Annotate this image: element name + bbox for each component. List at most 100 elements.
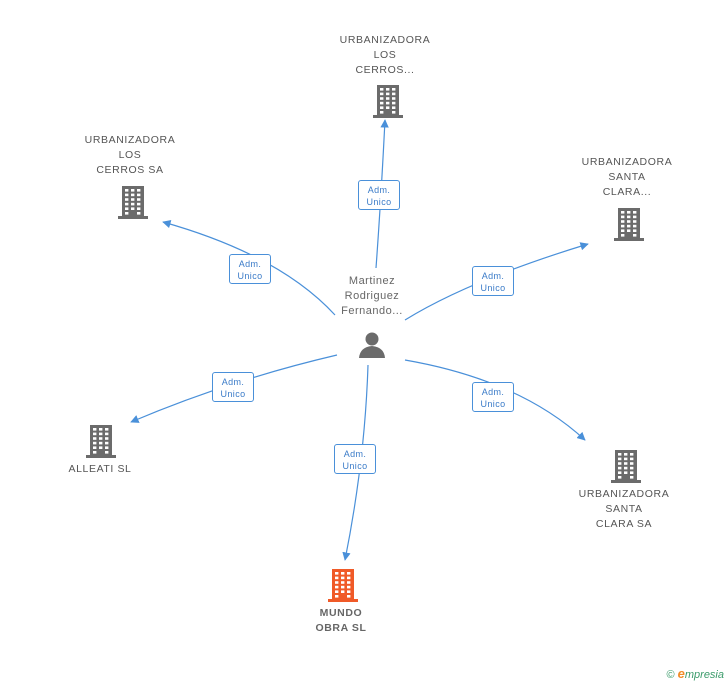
company-label-left[interactable]: ALLEATI SL: [25, 462, 175, 477]
building-window: [621, 215, 625, 219]
building-window: [341, 585, 345, 589]
relation-role: Adm.: [481, 387, 505, 397]
relation-badge-top[interactable]: Adm. Unico: [358, 180, 400, 210]
building-window: [386, 106, 390, 109]
building-window: [347, 572, 351, 575]
empresia-logo[interactable]: ©empresia: [667, 666, 724, 681]
building-window: [105, 428, 109, 431]
building-window: [624, 457, 628, 461]
building-base: [86, 455, 116, 458]
building-window: [633, 220, 637, 223]
building-window: [630, 466, 634, 470]
building-window: [386, 101, 390, 105]
building-window: [624, 471, 628, 474]
relation-type: Unico: [480, 399, 506, 409]
building-icon[interactable]: [614, 207, 644, 241]
building-window: [93, 428, 97, 431]
relation-badge-lower-right[interactable]: Adm. Unico: [472, 382, 514, 412]
building-window: [618, 462, 622, 465]
building-icon[interactable]: [118, 185, 148, 219]
building-window: [335, 572, 339, 575]
building-window: [99, 446, 103, 449]
relation-role: Adm.: [343, 449, 367, 459]
building-window: [621, 229, 625, 232]
building-window: [131, 207, 135, 210]
building-window: [633, 234, 637, 237]
building-window: [630, 471, 634, 474]
building-window: [630, 476, 634, 479]
building-window: [627, 220, 631, 223]
building-window: [99, 428, 103, 431]
building-window: [93, 451, 97, 454]
building-window: [392, 101, 396, 105]
building-icon[interactable]: [86, 424, 116, 458]
building-window: [392, 106, 396, 109]
building-window: [125, 198, 129, 201]
building-window: [633, 224, 637, 228]
building-window: [125, 207, 129, 210]
building-window: [392, 97, 396, 100]
building-window: [99, 437, 103, 440]
building-window: [380, 111, 384, 114]
building-window: [627, 224, 631, 228]
building-window: [137, 202, 141, 206]
building-window: [335, 585, 339, 589]
relation-role: Adm.: [221, 377, 245, 387]
building-window: [386, 92, 390, 96]
building-window: [335, 576, 339, 580]
building-window: [93, 432, 97, 436]
building-window: [137, 189, 141, 192]
building-window: [630, 462, 634, 465]
building-window: [105, 437, 109, 440]
building-icon-focus[interactable]: [328, 568, 358, 602]
building-window: [125, 189, 129, 192]
building-window: [347, 595, 351, 598]
building-window: [380, 101, 384, 105]
building-window: [618, 466, 622, 470]
building-icon[interactable]: [373, 84, 403, 118]
building-window: [392, 88, 396, 91]
building-window: [627, 215, 631, 219]
building-window: [347, 585, 351, 589]
person-icon[interactable]: [358, 330, 386, 358]
building-base: [611, 480, 641, 483]
building-base: [373, 115, 403, 118]
building-window: [105, 432, 109, 436]
relation-badge-upper-right[interactable]: Adm. Unico: [472, 266, 514, 296]
building-window: [137, 193, 141, 197]
building-window: [105, 441, 109, 445]
relation-badge-upper-left[interactable]: Adm. Unico: [229, 254, 271, 284]
building-window: [624, 453, 628, 456]
building-window: [93, 437, 97, 440]
relation-badge-left[interactable]: Adm. Unico: [212, 372, 254, 402]
building-window: [137, 212, 141, 215]
building-window: [386, 88, 390, 91]
relation-role: Adm.: [367, 185, 391, 195]
relation-role: Adm.: [238, 259, 262, 269]
building-window: [392, 111, 396, 114]
building-window: [347, 581, 351, 584]
building-icon[interactable]: [611, 449, 641, 483]
building-window: [624, 462, 628, 465]
relation-badge-bottom[interactable]: Adm. Unico: [334, 444, 376, 474]
building-window: [341, 590, 345, 593]
building-window: [335, 595, 339, 598]
building-window: [347, 576, 351, 580]
building-window: [125, 212, 129, 215]
building-window: [137, 207, 141, 210]
building-window: [618, 471, 622, 474]
building-window: [633, 215, 637, 219]
building-window: [335, 581, 339, 584]
building-window: [621, 234, 625, 237]
building-window: [125, 202, 129, 206]
building-window: [386, 97, 390, 100]
building-window: [137, 198, 141, 201]
